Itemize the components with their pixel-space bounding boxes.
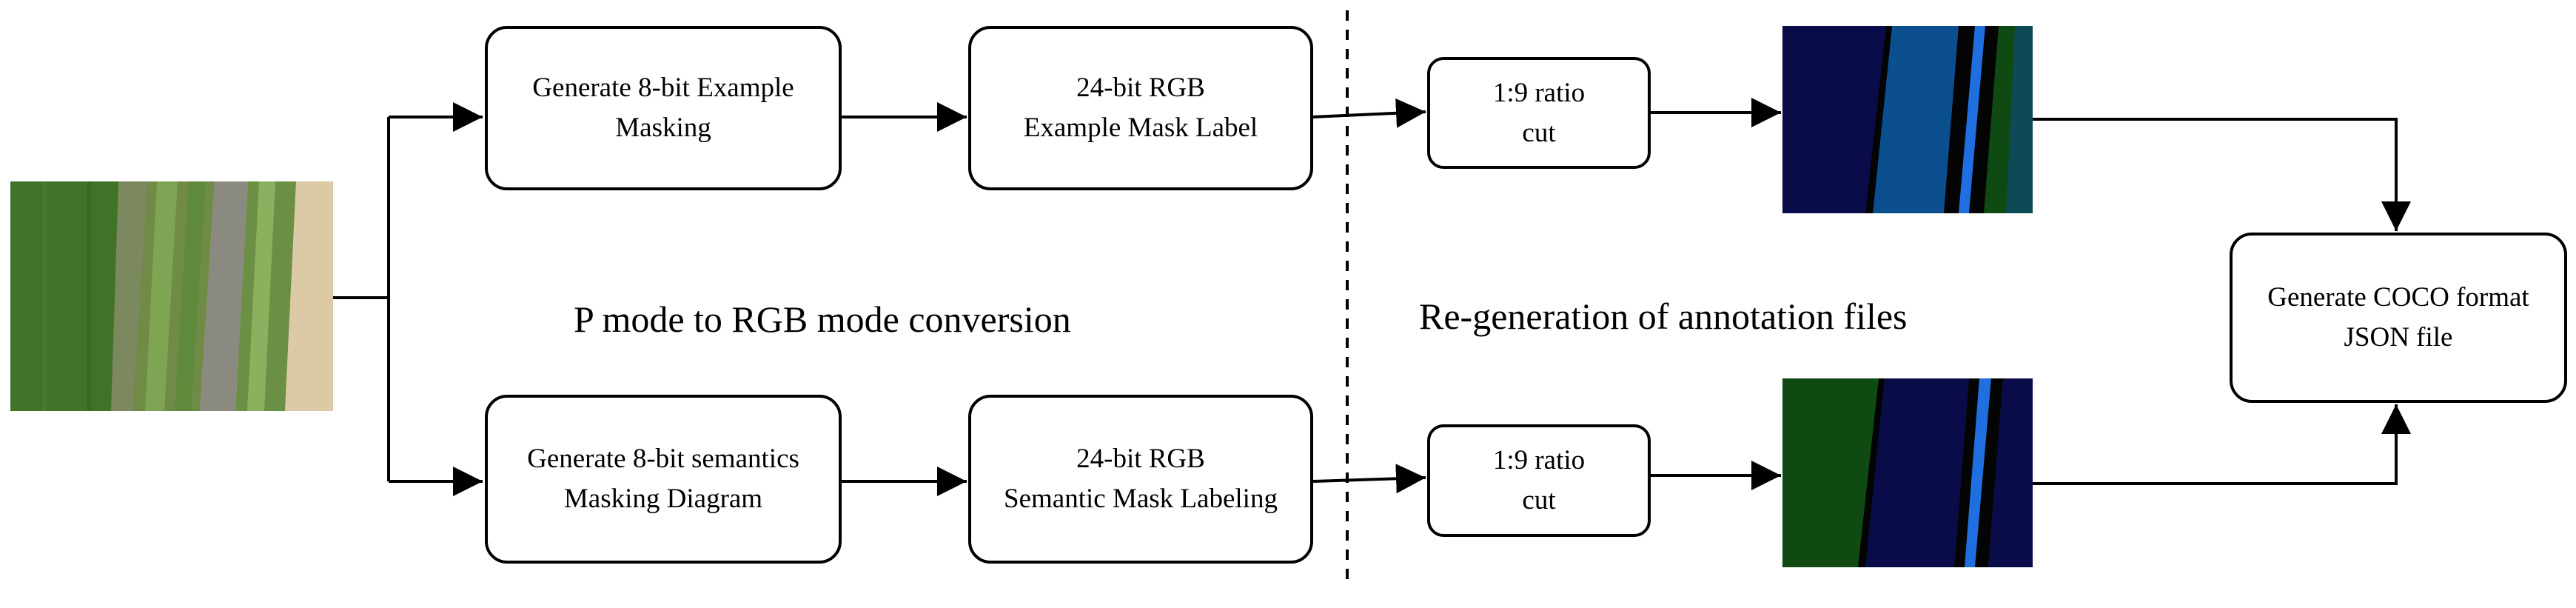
box-line: Generate 8-bit semantics bbox=[527, 444, 799, 475]
box-line: 24-bit RGB bbox=[1076, 73, 1205, 104]
instance-mask-image bbox=[1782, 26, 2033, 213]
box-line: 24-bit RGB bbox=[1076, 444, 1205, 475]
ratio-cut-box-bottom: 1:9 ratio cut bbox=[1427, 424, 1651, 537]
semantic-mask-image bbox=[1782, 378, 2033, 567]
box-line: JSON file bbox=[2344, 322, 2453, 353]
source-aerial-image bbox=[10, 181, 333, 411]
generate-8bit-example-masking-box: Generate 8-bit Example Masking bbox=[485, 26, 842, 190]
box-line: 1:9 ratio bbox=[1492, 445, 1586, 476]
box-line: Masking bbox=[615, 113, 711, 143]
box-line: Generate COCO format bbox=[2267, 282, 2529, 313]
box-line: Masking Diagram bbox=[563, 484, 763, 514]
box-line: cut bbox=[1522, 117, 1556, 148]
rgb-example-mask-label-box: 24-bit RGB Example Mask Label bbox=[968, 26, 1313, 190]
box-line: Example Mask Label bbox=[1023, 113, 1258, 143]
box-line: Generate 8-bit Example bbox=[532, 73, 794, 104]
box-line: cut bbox=[1522, 485, 1556, 515]
rgb-semantic-mask-labeling-box: 24-bit RGB Semantic Mask Labeling bbox=[968, 395, 1313, 564]
box-line: Semantic Mask Labeling bbox=[1004, 484, 1278, 514]
ratio-cut-box-top: 1:9 ratio cut bbox=[1427, 57, 1651, 169]
generate-8bit-semantics-masking-box: Generate 8-bit semantics Masking Diagram bbox=[485, 395, 842, 564]
section-label-regeneration: Re-generation of annotation files bbox=[1419, 295, 1908, 337]
coco-json-output-box: Generate COCO format JSON file bbox=[2230, 233, 2567, 403]
box-line: 1:9 ratio bbox=[1492, 77, 1586, 108]
connectors bbox=[333, 98, 2411, 496]
section-label-conversion: P mode to RGB mode conversion bbox=[574, 298, 1071, 340]
